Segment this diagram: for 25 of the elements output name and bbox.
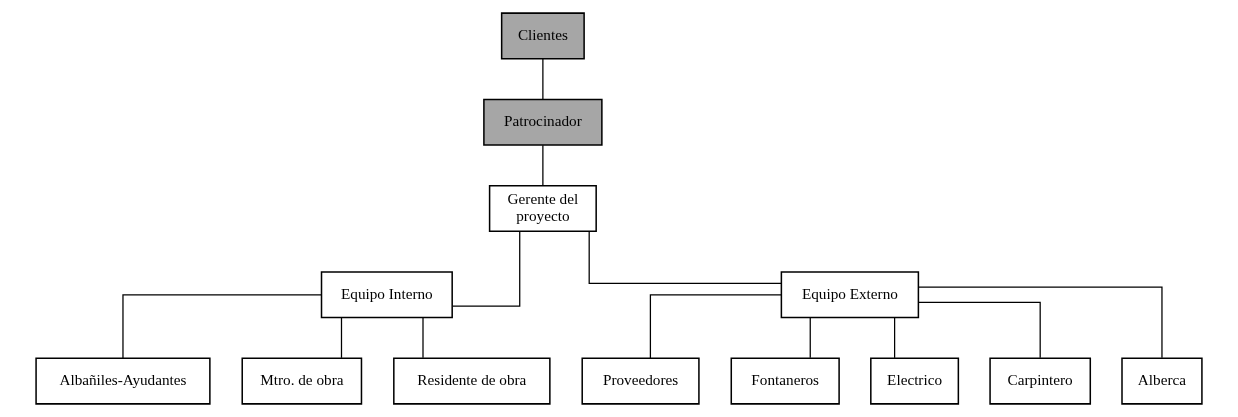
node-box: Residente de obra: [393, 357, 551, 405]
connector: [809, 317, 811, 359]
connector: [893, 317, 896, 359]
connector: [649, 294, 782, 359]
connector: [451, 231, 521, 307]
connector: [542, 58, 544, 100]
connector: [542, 144, 544, 186]
node-box: Clientes: [500, 12, 585, 60]
node-box: Patrocinador: [483, 98, 603, 146]
connector: [422, 317, 424, 359]
node-box: Carpintero: [989, 357, 1092, 405]
connector: [918, 286, 1163, 359]
connector: [122, 294, 322, 359]
node-box: Albañiles-Ayudantes: [35, 357, 211, 405]
node-box: Mtro. de obra: [241, 357, 363, 405]
node-box: Equipo Interno: [320, 271, 453, 319]
node-box: Alberca: [1121, 357, 1203, 405]
connector: [588, 230, 782, 284]
connector: [917, 301, 1041, 359]
node-box: Equipo Externo: [780, 271, 920, 319]
node-box: Proveedores: [581, 357, 700, 405]
connector: [340, 317, 343, 359]
node-box: Gerente del proyecto: [488, 184, 597, 233]
node-box: Fontaneros: [730, 357, 840, 405]
node-box: Electrico: [870, 357, 960, 405]
